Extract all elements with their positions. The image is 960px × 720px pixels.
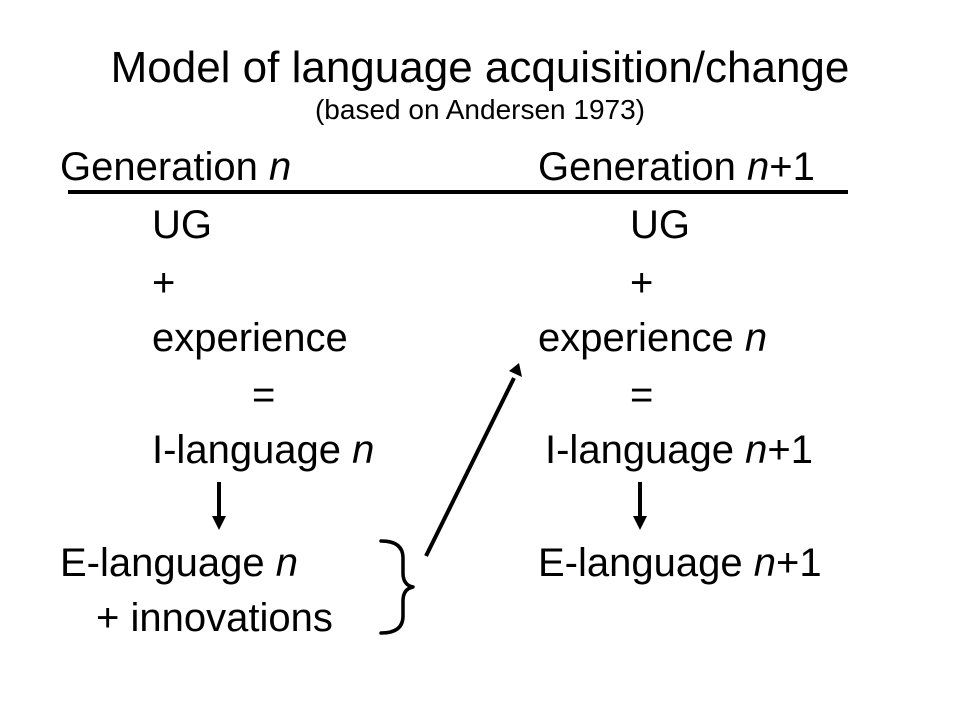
- left-down-arrow: [212, 482, 226, 530]
- right-experience-var: n: [744, 316, 768, 360]
- header-divider: [68, 190, 848, 194]
- left-generation-header: Generation n: [60, 147, 291, 187]
- right-generation-suffix: +1: [769, 145, 815, 189]
- right-down-arrow: [633, 482, 647, 530]
- left-generation-word: Generation: [60, 145, 258, 189]
- right-generation-word: Generation: [538, 145, 736, 189]
- right-experience-word: experience: [538, 316, 734, 360]
- left-experience: experience: [152, 316, 348, 360]
- right-ug: UG: [630, 203, 690, 247]
- right-elanguage-suffix: +1: [775, 541, 822, 585]
- right-ilanguage: I-language n+1: [545, 430, 813, 470]
- left-generation-var: n: [269, 145, 292, 189]
- right-elanguage: E-language n+1: [538, 543, 822, 583]
- right-generation-var: n: [747, 145, 770, 189]
- left-ilanguage-word: I-language: [152, 428, 342, 472]
- diagonal-arrow: [424, 363, 522, 557]
- right-experience: experience n: [538, 318, 767, 358]
- left-ug: UG: [152, 203, 212, 247]
- left-elanguage: E-language n: [60, 543, 298, 583]
- right-plus: +: [630, 261, 654, 305]
- left-equals: =: [252, 373, 276, 417]
- right-ilanguage-suffix: +1: [767, 428, 814, 472]
- right-elanguage-word: E-language: [538, 541, 743, 585]
- right-ilanguage-var: n: [745, 428, 768, 472]
- right-ilanguage-word: I-language: [545, 428, 735, 472]
- right-generation-header: Generation n+1: [538, 147, 815, 187]
- left-elanguage-var: n: [275, 541, 298, 585]
- left-ilanguage-var: n: [352, 428, 375, 472]
- right-curly-brace: [379, 539, 415, 635]
- right-equals: =: [630, 373, 654, 417]
- left-ilanguage: I-language n: [152, 430, 374, 470]
- left-plus: +: [152, 261, 176, 305]
- left-innovations: + innovations: [96, 596, 333, 640]
- slide-title: Model of language acquisition/change: [110, 43, 850, 92]
- right-elanguage-var: n: [753, 541, 776, 585]
- slide-subtitle: (based on Andersen 1973): [314, 94, 646, 125]
- left-elanguage-word: E-language: [60, 541, 265, 585]
